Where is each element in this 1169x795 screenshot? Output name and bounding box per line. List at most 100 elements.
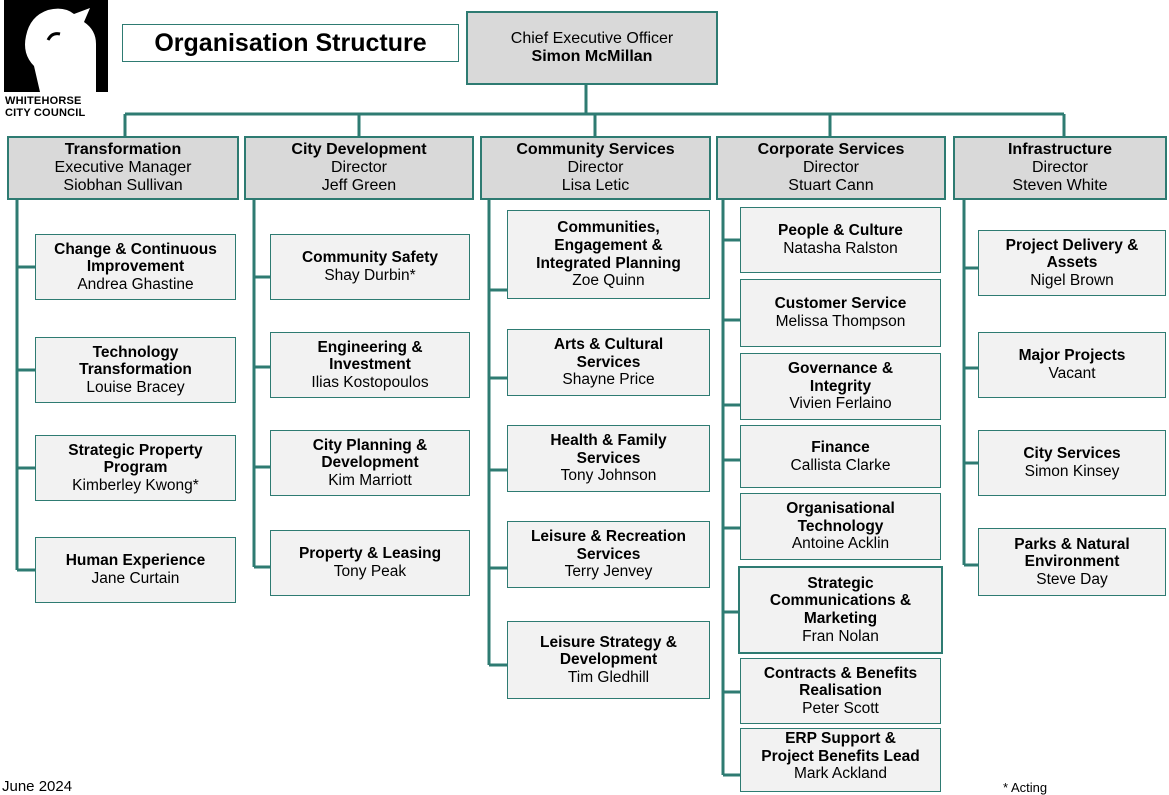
unit-title: Engagement &	[554, 236, 663, 254]
footer-date: June 2024	[2, 778, 73, 795]
unit-manager: Zoe Quinn	[572, 272, 645, 290]
unit-manager: Melissa Thompson	[775, 313, 906, 330]
unit-leisure-strategy-development: Leisure Strategy & Development Tim Gledh…	[507, 621, 710, 699]
logo-wordmark: WHITEHORSE CITY COUNCIL	[5, 95, 85, 119]
division-title: Corporate Services	[757, 140, 905, 158]
unit-manager: Kim Marriott	[328, 471, 412, 489]
unit-manager: Andrea Ghastine	[77, 275, 194, 293]
division-title: Transformation	[64, 140, 182, 158]
division-header-corporate-services: Corporate Services Director Stuart Cann	[716, 136, 946, 200]
ceo-role: Chief Executive Officer	[510, 29, 674, 47]
unit-finance: Finance Callista Clarke	[740, 425, 941, 488]
unit-manager: Fran Nolan	[802, 627, 879, 645]
unit-title: Engineering &	[317, 338, 423, 356]
unit-title: Strategic	[807, 574, 874, 592]
unit-title: ERP Support &	[785, 730, 896, 747]
division-name: Jeff Green	[321, 177, 397, 195]
unit-title: Organisational	[786, 500, 895, 518]
unit-manager: Tony Peak	[333, 563, 407, 580]
unit-title: Major Projects	[1018, 347, 1126, 365]
unit-title: Arts & Cultural	[553, 336, 664, 354]
division-title: City Development	[291, 140, 427, 158]
unit-manager: Jane Curtain	[91, 570, 180, 587]
ceo-box: Chief Executive Officer Simon McMillan	[466, 11, 718, 85]
unit-manager: Shay Durbin*	[324, 267, 416, 284]
unit-property-leasing: Property & Leasing Tony Peak	[270, 530, 470, 596]
unit-erp-support-project-benefits: ERP Support & Project Benefits Lead Mark…	[740, 728, 941, 792]
unit-title: Transformation	[79, 361, 192, 379]
unit-title: Community Safety	[301, 249, 439, 267]
unit-strategic-communications-marketing: Strategic Communications & Marketing Fra…	[738, 566, 943, 654]
unit-manager: Tony Johnson	[560, 467, 657, 485]
logo-line-1: WHITEHORSE	[5, 95, 82, 107]
unit-leisure-recreation-services: Leisure & Recreation Services Terry Jenv…	[507, 521, 710, 588]
division-role: Director	[330, 158, 387, 176]
unit-title: Strategic Property	[68, 441, 203, 459]
footer-acting-note: * Acting	[1003, 780, 1048, 795]
division-role: Director	[1031, 158, 1088, 176]
unit-manager: Steve Day	[1036, 570, 1108, 588]
unit-title: Communications &	[769, 592, 912, 610]
unit-manager: Shayne Price	[562, 371, 655, 389]
unit-title: Assets	[1046, 254, 1098, 272]
unit-title: Technology	[92, 343, 179, 361]
unit-title: Change & Continuous	[54, 240, 217, 258]
unit-manager: Nigel Brown	[1030, 271, 1114, 289]
unit-title: Environment	[1024, 553, 1120, 571]
unit-health-family-services: Health & Family Services Tony Johnson	[507, 425, 710, 492]
unit-manager: Peter Scott	[802, 699, 879, 717]
division-header-transformation: Transformation Executive Manager Siobhan…	[7, 136, 239, 200]
unit-title: Health & Family	[550, 432, 667, 450]
unit-city-services: City Services Simon Kinsey	[978, 430, 1166, 496]
unit-manager: Mark Ackland	[793, 765, 888, 783]
division-role: Director	[802, 158, 859, 176]
unit-title: City Planning &	[312, 436, 428, 454]
unit-communities-engagement-planning: Communities, Engagement & Integrated Pla…	[507, 210, 710, 299]
unit-title: Technology	[797, 517, 884, 535]
division-title: Community Services	[516, 140, 675, 158]
unit-title: Program	[103, 459, 168, 477]
unit-manager: Natasha Ralston	[783, 240, 898, 257]
division-header-infrastructure: Infrastructure Director Steven White	[953, 136, 1167, 200]
unit-project-delivery-assets: Project Delivery & Assets Nigel Brown	[978, 230, 1166, 296]
unit-engineering-investment: Engineering & Investment Ilias Kostopoul…	[270, 332, 470, 398]
unit-governance-integrity: Governance & Integrity Vivien Ferlaino	[740, 353, 941, 420]
unit-manager: Antoine Acklin	[791, 535, 890, 553]
division-title: Infrastructure	[1007, 140, 1113, 158]
unit-title: Project Delivery &	[1005, 236, 1139, 254]
unit-title: City Services	[1023, 445, 1121, 463]
unit-title: Improvement	[86, 258, 185, 276]
division-header-community-services: Community Services Director Lisa Letic	[480, 136, 711, 200]
unit-title: Contracts & Benefits	[763, 664, 918, 682]
unit-title: Human Experience	[65, 552, 206, 570]
page-title: Organisation Structure	[122, 24, 459, 62]
unit-manager: Louise Bracey	[86, 378, 185, 396]
unit-people-culture: People & Culture Natasha Ralston	[740, 207, 941, 273]
unit-title: Leisure Strategy &	[540, 633, 677, 651]
unit-manager: Kimberley Kwong*	[72, 476, 199, 494]
unit-title: Services	[576, 449, 641, 467]
unit-title: Customer Service	[774, 295, 907, 313]
unit-arts-cultural-services: Arts & Cultural Services Shayne Price	[507, 329, 710, 396]
unit-title: Parks & Natural	[1014, 535, 1130, 553]
unit-title: People & Culture	[778, 222, 903, 240]
division-name: Steven White	[1012, 177, 1108, 195]
unit-organisational-technology: Organisational Technology Antoine Acklin	[740, 493, 941, 560]
unit-title: Project Benefits Lead	[761, 747, 920, 765]
unit-major-projects: Major Projects Vacant	[978, 332, 1166, 398]
unit-title: Integrity	[809, 377, 872, 395]
unit-title: Finance	[811, 438, 870, 456]
unit-community-safety: Community Safety Shay Durbin*	[270, 234, 470, 300]
whitehorse-logo-icon	[4, 0, 108, 92]
ceo-name: Simon McMillan	[531, 48, 653, 65]
unit-title: Leisure & Recreation	[530, 528, 687, 546]
unit-contracts-benefits-realisation: Contracts & Benefits Realisation Peter S…	[740, 658, 941, 724]
unit-customer-service: Customer Service Melissa Thompson	[740, 279, 941, 347]
unit-parks-natural-environment: Parks & Natural Environment Steve Day	[978, 528, 1166, 596]
unit-title: Realisation	[799, 682, 882, 700]
unit-change-continuous-improvement: Change & Continuous Improvement Andrea G…	[35, 234, 236, 300]
unit-title: Property & Leasing	[298, 545, 442, 563]
division-name: Siobhan Sullivan	[63, 177, 183, 195]
unit-title: Marketing	[803, 610, 878, 627]
division-name: Lisa Letic	[561, 177, 630, 195]
